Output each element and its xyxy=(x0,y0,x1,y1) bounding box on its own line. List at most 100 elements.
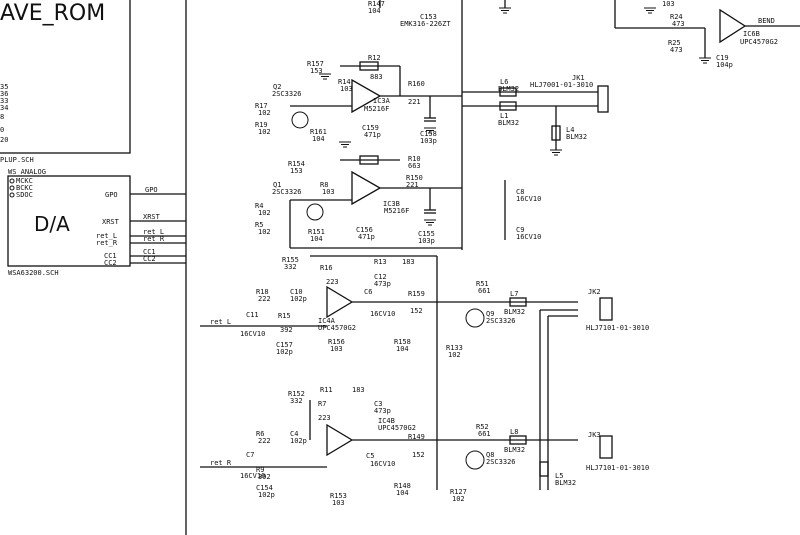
svg-text:C5: C5 xyxy=(366,452,374,460)
svg-text:471p: 471p xyxy=(364,131,381,139)
sheet-pin: 35 xyxy=(0,83,8,91)
svg-text:XRST: XRST xyxy=(102,218,120,226)
svg-text:CC1: CC1 xyxy=(104,252,117,260)
svg-text:BLM32: BLM32 xyxy=(504,308,525,316)
svg-text:473p: 473p xyxy=(374,280,391,288)
svg-text:C7: C7 xyxy=(246,451,254,459)
svg-text:153: 153 xyxy=(290,167,303,175)
svg-text:BCKC: BCKC xyxy=(16,184,33,192)
svg-text:R24: R24 xyxy=(670,13,683,21)
svg-text:104: 104 xyxy=(368,7,381,15)
svg-text:C11: C11 xyxy=(246,311,259,319)
svg-text:16CV10: 16CV10 xyxy=(240,472,265,480)
sheet-title: AVE_ROM xyxy=(0,1,105,26)
svg-text:473: 473 xyxy=(672,20,685,28)
svg-text:Q2: Q2 xyxy=(273,83,281,91)
svg-text:ret_R: ret_R xyxy=(143,235,165,243)
da-filename: WSA63200.SCH xyxy=(8,269,59,277)
svg-text:104: 104 xyxy=(312,135,325,143)
svg-text:C8: C8 xyxy=(516,188,524,196)
svg-text:EMK316-226ZT: EMK316-226ZT xyxy=(400,20,451,28)
svg-text:R18: R18 xyxy=(256,288,269,296)
svg-text:153: 153 xyxy=(310,67,323,75)
svg-text:C154: C154 xyxy=(256,484,273,492)
svg-text:392: 392 xyxy=(258,473,271,481)
svg-text:R158: R158 xyxy=(394,338,411,346)
svg-text:102: 102 xyxy=(258,228,271,236)
svg-text:M5216F: M5216F xyxy=(364,105,389,113)
svg-text:HLJ7001-01-3010: HLJ7001-01-3010 xyxy=(530,81,593,89)
svg-text:R19: R19 xyxy=(255,121,268,129)
svg-text:BLM32: BLM32 xyxy=(498,119,519,127)
svg-text:CC1: CC1 xyxy=(143,248,156,256)
svg-text:104: 104 xyxy=(310,235,323,243)
sheet-pin: 0 xyxy=(0,126,4,134)
top-center-parts: R147 104 C153 EMK316-226ZT xyxy=(368,0,512,250)
channel-b-amp: IC3B M5216F R10 663 R154 153 R8 103 Q1 2… xyxy=(255,155,541,249)
svg-text:L6: L6 xyxy=(500,78,508,86)
svg-text:IC4B: IC4B xyxy=(378,417,395,425)
svg-text:102: 102 xyxy=(258,209,271,217)
svg-text:R17: R17 xyxy=(255,102,268,110)
svg-text:C9: C9 xyxy=(516,226,524,234)
svg-text:R155: R155 xyxy=(282,256,299,264)
svg-text:103: 103 xyxy=(662,0,675,8)
svg-text:663: 663 xyxy=(408,162,421,170)
svg-text:L8: L8 xyxy=(510,428,518,436)
svg-text:R149: R149 xyxy=(408,433,425,441)
sheet-pin: 8 xyxy=(0,113,4,121)
svg-text:C4: C4 xyxy=(290,430,298,438)
svg-text:R10: R10 xyxy=(408,155,421,163)
da-label: D/A xyxy=(34,212,70,236)
svg-text:ret_L: ret_L xyxy=(96,232,117,240)
svg-text:R151: R151 xyxy=(308,228,325,236)
svg-text:102p: 102p xyxy=(258,491,275,499)
svg-text:16CV10: 16CV10 xyxy=(516,195,541,203)
svg-text:L7: L7 xyxy=(510,290,518,298)
svg-text:R14: R14 xyxy=(338,78,351,86)
svg-text:IC3B: IC3B xyxy=(383,200,400,208)
svg-text:R133: R133 xyxy=(446,344,463,352)
svg-text:C157: C157 xyxy=(276,341,293,349)
output-left-stage: R155 332 R16 223 R13 183 C12 473p IC4A U… xyxy=(200,255,649,490)
svg-text:102p: 102p xyxy=(290,295,307,303)
top-right-bend-amp: 103 R24 473 R25 473 BEND IC6B UPC4570G2 … xyxy=(614,0,800,69)
sheet-block-wave-rom: AVE_ROM 35 36 33 34 8 0 20 PLUP.SCH xyxy=(0,0,131,164)
svg-text:2SC3326: 2SC3326 xyxy=(272,90,302,98)
svg-text:IC6B: IC6B xyxy=(743,30,760,38)
svg-text:471p: 471p xyxy=(358,233,375,241)
svg-text:JK1: JK1 xyxy=(572,74,585,82)
svg-text:JK3: JK3 xyxy=(588,431,601,439)
svg-text:R9: R9 xyxy=(256,466,264,474)
svg-text:SDOC: SDOC xyxy=(16,191,33,199)
svg-text:R6: R6 xyxy=(256,430,264,438)
svg-text:BEND: BEND xyxy=(758,17,775,25)
svg-text:GPO: GPO xyxy=(105,191,118,199)
svg-text:R5: R5 xyxy=(255,221,263,229)
svg-text:102p: 102p xyxy=(290,437,307,445)
svg-text:M5216F: M5216F xyxy=(384,207,409,215)
svg-text:103p: 103p xyxy=(420,137,437,145)
svg-text:C19: C19 xyxy=(716,54,729,62)
svg-text:103: 103 xyxy=(340,85,353,93)
svg-text:102: 102 xyxy=(448,351,461,359)
svg-text:R157: R157 xyxy=(307,60,324,68)
svg-text:CC2: CC2 xyxy=(143,255,156,263)
svg-text:104: 104 xyxy=(396,345,409,353)
svg-text:16CV10: 16CV10 xyxy=(370,460,395,468)
svg-text:R152: R152 xyxy=(288,390,305,398)
sheet-pin: 20 xyxy=(0,136,8,144)
svg-text:R25: R25 xyxy=(668,39,681,47)
svg-text:R52: R52 xyxy=(476,423,489,431)
svg-text:R150: R150 xyxy=(406,174,423,182)
svg-text:2SC3326: 2SC3326 xyxy=(486,317,516,325)
svg-text:R154: R154 xyxy=(288,160,305,168)
sheet-filename: PLUP.SCH xyxy=(0,156,34,164)
svg-text:C10: C10 xyxy=(290,288,303,296)
svg-text:Q9: Q9 xyxy=(486,310,494,318)
svg-text:392: 392 xyxy=(280,326,293,334)
sheet-pin: 36 xyxy=(0,90,8,98)
svg-text:ret_L: ret_L xyxy=(143,228,164,236)
sheet-pin: 33 xyxy=(0,97,8,105)
svg-text:R16: R16 xyxy=(320,264,333,272)
